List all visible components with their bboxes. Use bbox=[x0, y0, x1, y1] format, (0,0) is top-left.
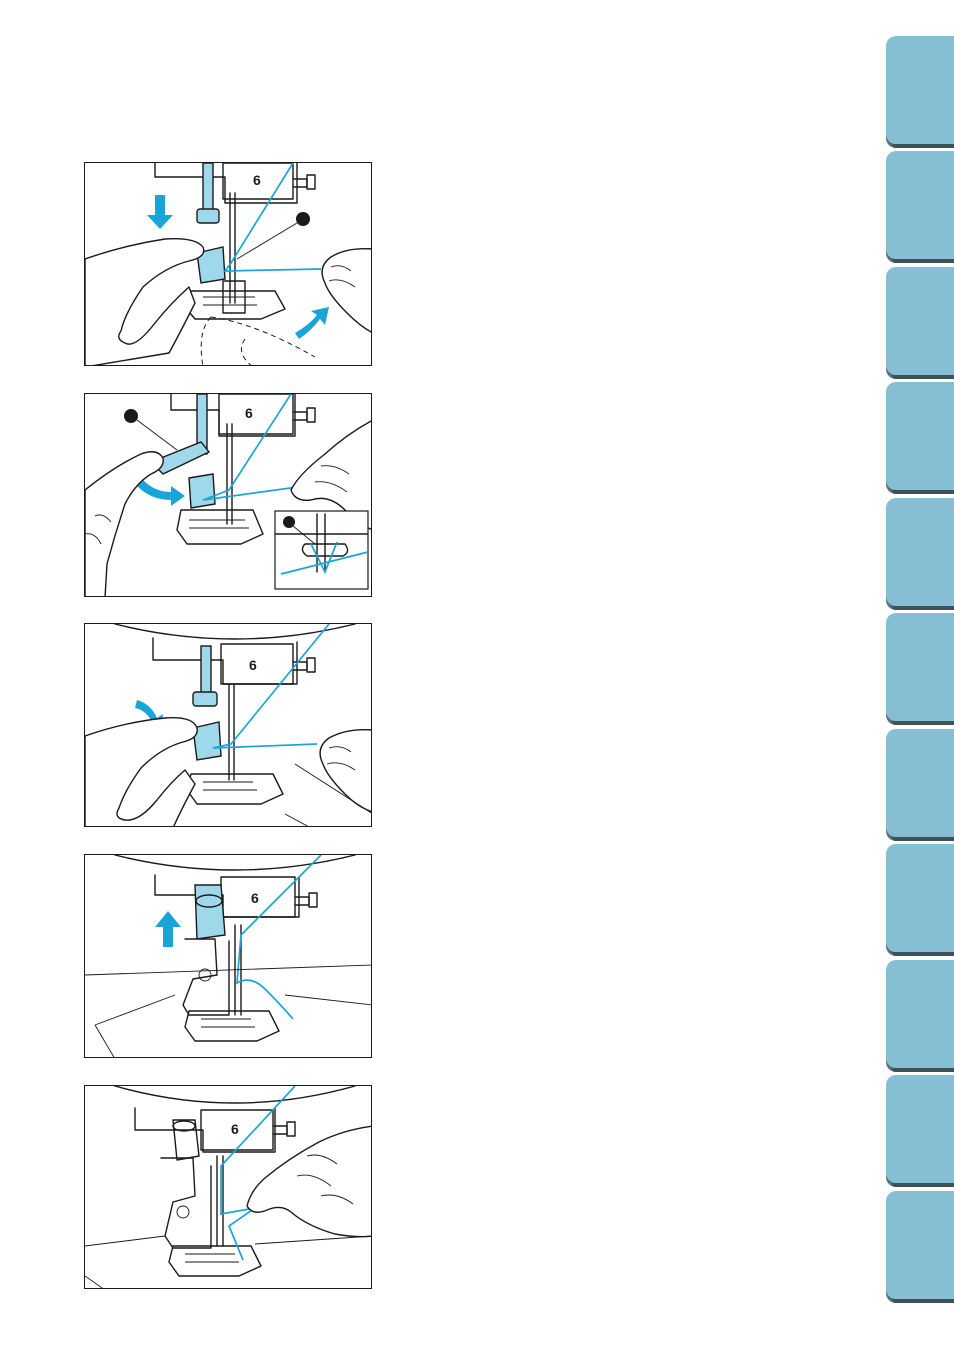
side-tab-7[interactable] bbox=[886, 729, 954, 837]
figure-step-3: 6 bbox=[84, 623, 372, 827]
figure-step-5: 6 bbox=[84, 1085, 372, 1289]
side-tab-3[interactable] bbox=[886, 267, 954, 375]
illustration-turn-lever: 6 bbox=[85, 394, 372, 597]
left-hand bbox=[85, 452, 163, 597]
side-tab-6[interactable] bbox=[886, 613, 954, 721]
right-hand bbox=[247, 1126, 372, 1237]
rotate-arrow-icon bbox=[137, 480, 185, 506]
threader-lever-collar bbox=[193, 692, 217, 706]
illustration-lower-threader: 6 bbox=[85, 163, 372, 366]
threader-lever-shaft bbox=[201, 646, 211, 694]
side-tab-1[interactable] bbox=[886, 36, 954, 144]
threader-lever-raised bbox=[195, 885, 225, 939]
thread bbox=[237, 855, 321, 1019]
threader-lever-shaft bbox=[203, 163, 213, 211]
down-arrow-icon bbox=[147, 195, 173, 229]
figure-step-2: 6 bbox=[84, 393, 372, 597]
thread bbox=[213, 624, 329, 748]
threader-hook-block bbox=[189, 474, 215, 508]
side-tab-2[interactable] bbox=[886, 151, 954, 259]
needle-bar-number: 6 bbox=[231, 1121, 239, 1137]
side-tab-4[interactable] bbox=[886, 382, 954, 490]
up-arrow-icon bbox=[155, 911, 181, 947]
callout-dot bbox=[296, 212, 310, 226]
illustration-pull-thread-loop: 6 bbox=[85, 1086, 372, 1289]
needle-bar-number: 6 bbox=[249, 657, 257, 673]
pull-arrow-icon bbox=[295, 307, 329, 339]
presser-foot bbox=[187, 774, 283, 804]
needle-bar-number: 6 bbox=[253, 172, 261, 188]
presser-foot bbox=[177, 510, 263, 544]
right-hand bbox=[322, 249, 372, 333]
left-hand bbox=[85, 718, 197, 827]
side-tab-11[interactable] bbox=[886, 1191, 954, 1299]
figure-step-4: 6 bbox=[84, 854, 372, 1058]
needle-bar-number: 6 bbox=[251, 890, 259, 906]
fabric-outline bbox=[201, 317, 315, 366]
threader-lever-collar bbox=[197, 209, 219, 223]
figure-step-1: 6 bbox=[84, 162, 372, 366]
right-hand bbox=[320, 730, 372, 812]
illustration-raise-lever: 6 bbox=[85, 855, 372, 1058]
callout-dot bbox=[124, 409, 138, 423]
side-tab-5[interactable] bbox=[886, 498, 954, 606]
side-tab-10[interactable] bbox=[886, 1075, 954, 1183]
presser-foot bbox=[169, 1246, 261, 1276]
side-tab-8[interactable] bbox=[886, 844, 954, 952]
needle-bar-number: 6 bbox=[245, 405, 253, 421]
side-tab-9[interactable] bbox=[886, 960, 954, 1068]
illustration-release-lever: 6 bbox=[85, 624, 372, 827]
left-hand bbox=[85, 239, 204, 366]
